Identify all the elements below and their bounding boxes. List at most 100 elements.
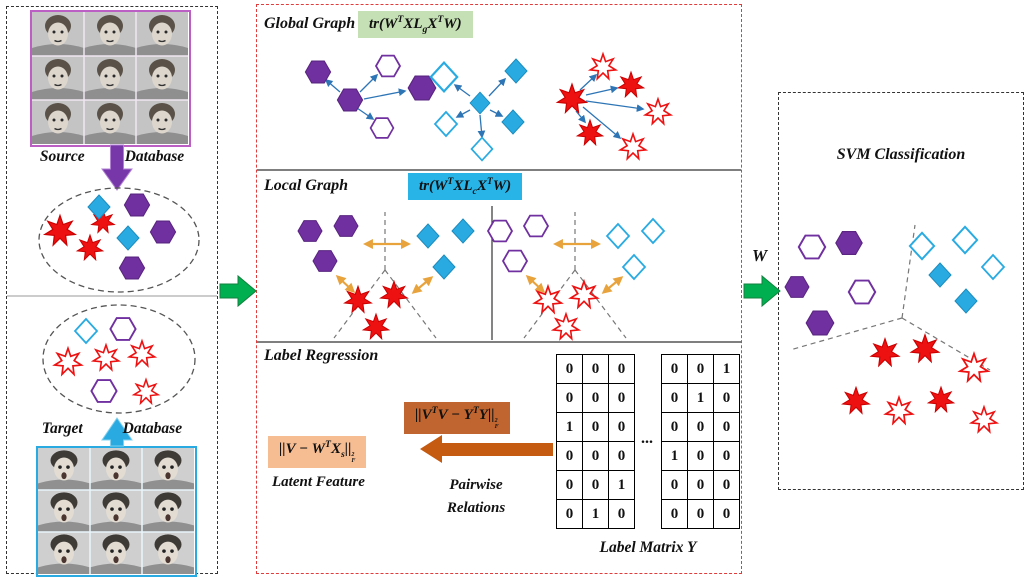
matrix-cell: 1: [609, 471, 634, 499]
matrix-cell: 0: [714, 413, 739, 441]
source-image-grid: [30, 10, 191, 147]
matrix-cell: 0: [609, 384, 634, 412]
face-thumbnail: [90, 532, 142, 575]
formula-sub: g: [422, 24, 428, 35]
matrix-cell: 0: [583, 413, 608, 441]
source-face-thumbnails: [31, 11, 189, 145]
target-face-thumbnails: [38, 448, 194, 575]
formula-text: ||: [344, 441, 352, 457]
matrix-cell: 1: [557, 413, 582, 441]
formula-sup: T: [325, 439, 331, 450]
matrix-cell: 0: [714, 384, 739, 412]
formula-sup: T: [472, 405, 479, 416]
face-thumbnail: [90, 448, 142, 491]
matrix-cell: 0: [662, 355, 687, 383]
formula-text: ||V: [415, 407, 432, 423]
target-image-grid: [36, 446, 197, 577]
face-thumbnail: [38, 532, 90, 575]
matrix-cell: 0: [557, 355, 582, 383]
matrix-cell: 0: [583, 384, 608, 412]
formula-sup: 2: [351, 452, 355, 459]
formula-text: XL: [453, 178, 473, 194]
matrix-cell: 0: [688, 355, 713, 383]
face-thumbnail: [38, 490, 90, 533]
matrix-cell: 1: [583, 500, 608, 528]
matrix-cell: 0: [662, 500, 687, 528]
face-thumbnail: [135, 99, 189, 145]
label-matrix-ellipsis: ...: [641, 430, 653, 447]
formula-text: X: [476, 178, 487, 194]
local-graph-formula: tr(WTXLcXTW): [408, 173, 523, 200]
face-thumbnail: [83, 11, 137, 57]
formula-sup: T: [397, 14, 404, 25]
input-arrow: [219, 274, 257, 308]
label-regression-title: Label Regression: [264, 347, 379, 364]
matrix-cell: 0: [714, 471, 739, 499]
target-database-label: Target Database: [6, 420, 218, 438]
matrix-cell: 1: [662, 442, 687, 470]
matrix-cell: 0: [688, 413, 713, 441]
pairwise-relations-label: Pairwise Relations: [428, 474, 524, 521]
matrix-cell: 0: [609, 500, 634, 528]
face-thumbnail: [142, 448, 194, 491]
formula-sub: F: [351, 457, 356, 464]
matrix-cell: 0: [609, 413, 634, 441]
projection-arrow: [743, 274, 781, 308]
matrix-cell: 0: [662, 413, 687, 441]
matrix-cell: 0: [662, 471, 687, 499]
svm-classification-title: SVM Classification: [836, 146, 966, 163]
formula-sub: s: [340, 449, 345, 460]
formula-text: XL: [403, 16, 423, 32]
matrix-cell: 0: [583, 355, 608, 383]
matrix-cell: 0: [583, 442, 608, 470]
matrix-cell: 0: [557, 471, 582, 499]
face-thumbnail: [142, 532, 194, 575]
matrix-cell: 0: [557, 500, 582, 528]
matrix-cell: 0: [662, 384, 687, 412]
formula-text: X: [330, 441, 341, 457]
matrix-cell: 0: [688, 471, 713, 499]
formula-sup: T: [437, 14, 444, 25]
target-label-word: Database: [122, 420, 183, 437]
face-thumbnail: [31, 99, 85, 145]
formula-text: W): [492, 178, 512, 194]
face-thumbnail: [31, 11, 85, 57]
matrix-cell: 0: [557, 384, 582, 412]
formula-text: W): [443, 16, 462, 32]
formula-text: ||V − W: [279, 441, 325, 457]
pairwise-label-line: Pairwise: [449, 477, 503, 493]
face-thumbnail: [135, 55, 189, 101]
source-label-word: Database: [124, 148, 185, 165]
formula-text: V − Y: [437, 407, 473, 423]
source-database-label: Source Database: [6, 148, 218, 166]
formula-sup: T: [431, 405, 438, 416]
matrix-cell: 0: [583, 471, 608, 499]
face-thumbnail: [31, 55, 85, 101]
face-thumbnail: [38, 448, 90, 491]
latent-feature-label: Latent Feature: [272, 474, 365, 490]
face-thumbnail: [90, 490, 142, 533]
local-graph-title: Local Graph: [264, 177, 348, 194]
label-matrix-caption: Label Matrix Y: [599, 539, 697, 556]
matrix-cell: 0: [609, 355, 634, 383]
target-label-word: Target: [41, 420, 83, 437]
matrix-cell: 0: [714, 442, 739, 470]
global-graph-formula: tr(WTXLgXTW): [358, 11, 473, 38]
pairwise-label-line: Relations: [446, 500, 506, 517]
matrix-cell: 0: [688, 500, 713, 528]
face-thumbnail: [142, 490, 194, 533]
matrix-cell: 1: [688, 384, 713, 412]
formula-sub: c: [472, 186, 477, 197]
projection-w-label: W: [752, 246, 768, 265]
formula-text: X: [427, 16, 438, 32]
face-thumbnail: [83, 55, 137, 101]
global-graph-title: Global Graph: [264, 15, 356, 32]
formula-sup: T: [486, 176, 493, 187]
formula-text: Y||: [478, 407, 495, 423]
